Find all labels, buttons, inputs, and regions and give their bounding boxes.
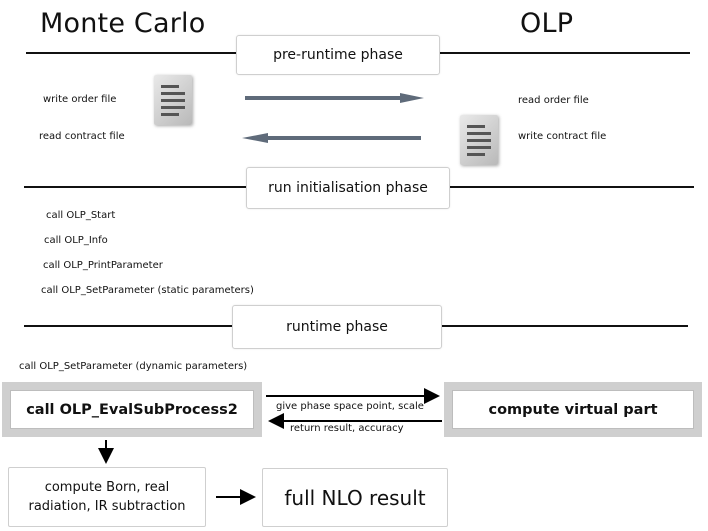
run-initialisation-phase-box: run initialisation phase	[246, 167, 450, 209]
document-icon	[460, 115, 498, 165]
write-contract-file-label: write contract file	[518, 131, 607, 142]
write-contract-arrow	[242, 133, 421, 143]
document-icon	[154, 75, 192, 125]
compute-born-label-line: radiation, IR subtraction	[28, 499, 186, 514]
read-contract-file-label: read contract file	[39, 131, 125, 142]
call-item: call OLP_SetParameter (static parameters…	[41, 285, 254, 296]
return-result-label: return result, accuracy	[290, 423, 404, 434]
phase-label: run initialisation phase	[268, 180, 428, 196]
olp-header: OLP	[520, 8, 574, 39]
give-phase-space-label: give phase space point, scale	[276, 401, 424, 412]
call-item: call OLP_Info	[44, 235, 108, 246]
pre-runtime-phase-box: pre-runtime phase	[236, 35, 440, 75]
compute-virtual-box: compute virtual part	[444, 382, 702, 437]
write-order-file-label: write order file	[43, 94, 117, 105]
monte-carlo-header: Monte Carlo	[40, 8, 206, 39]
call-item: call OLP_PrintParameter	[43, 260, 163, 271]
runtime-phase-box: runtime phase	[232, 305, 442, 349]
phase-label: runtime phase	[286, 319, 388, 335]
compute-born-box: compute Born, real radiation, IR subtrac…	[8, 467, 206, 527]
write-order-arrow	[245, 93, 424, 103]
eval-subprocess-box: call OLP_EvalSubProcess2	[2, 382, 262, 437]
compute-born-label-line: compute Born, real	[44, 480, 170, 495]
full-nlo-result-label: full NLO result	[284, 485, 426, 510]
phase-label: pre-runtime phase	[273, 47, 403, 63]
call-item: call OLP_Start	[46, 210, 116, 221]
compute-virtual-label: compute virtual part	[452, 390, 694, 429]
read-order-file-label: read order file	[518, 95, 589, 106]
dynamic-parameters-call: call OLP_SetParameter (dynamic parameter…	[19, 361, 248, 372]
eval-subprocess-label: call OLP_EvalSubProcess2	[10, 390, 254, 429]
full-nlo-result-box: full NLO result	[262, 468, 448, 527]
